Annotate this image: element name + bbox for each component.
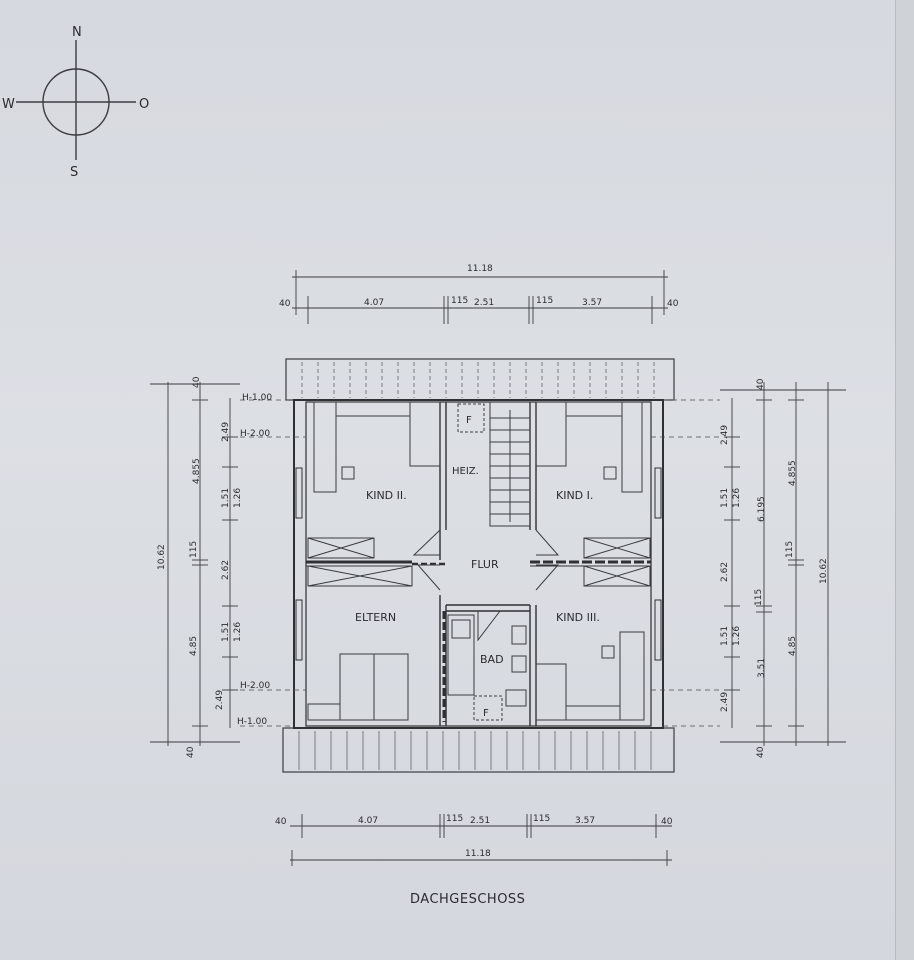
furniture [307, 401, 651, 721]
dim-bottom-seg-7: 40 [661, 817, 673, 827]
dim-right-middle-2: 115 [754, 589, 764, 606]
dim-top-seg-3: 115 [451, 296, 468, 306]
height-top-2: H-2.00 [240, 429, 270, 439]
dim-right-inner-5: 1.51 [720, 626, 730, 646]
dim-top-seg-1: 40 [279, 299, 291, 309]
dim-left-outer-1: 40 [192, 376, 202, 388]
dim-top-seg-7: 40 [667, 299, 679, 309]
room-kind-2-label: KIND II. [366, 489, 407, 502]
dim-right-inner-1: 2.49 [720, 425, 730, 445]
dim-top-seg-5: 115 [536, 296, 553, 306]
dim-left-inner-3: 1.26 [233, 488, 243, 508]
dim-bottom-seg-6: 3.57 [575, 816, 595, 826]
dim-top-total: 11.18 [467, 264, 493, 274]
paper-edge [895, 0, 914, 960]
dim-right-outer-2: 4.855 [788, 460, 798, 486]
dim-right-inner-4: 2.62 [720, 562, 730, 582]
dim-left-outer-3: 115 [189, 541, 199, 558]
dim-right-total: 10.62 [819, 558, 829, 584]
height-top-1: H-1.00 [242, 393, 272, 403]
compass-rose [16, 40, 136, 160]
dim-bottom-seg-3: 115 [446, 814, 463, 824]
dimension-lines-top [292, 270, 668, 324]
compass-east-label: O [139, 97, 149, 112]
dim-left-outer-5: 40 [186, 746, 196, 758]
dim-bottom-seg-5: 115 [533, 814, 550, 824]
dimension-lines-left [150, 382, 240, 746]
dim-left-inner-6: 1.26 [233, 622, 243, 642]
dim-left-inner-5: 1.51 [221, 622, 231, 642]
dim-top-seg-2: 4.07 [364, 298, 384, 308]
dim-bottom-total: 11.18 [465, 849, 491, 859]
dim-left-outer-2: 4.855 [192, 458, 202, 484]
dim-right-inner-6: 1.26 [732, 626, 742, 646]
room-kind-1-label: KIND I. [556, 489, 593, 502]
dim-left-inner-2: 1.51 [221, 488, 231, 508]
height-bottom-2: H-2.00 [240, 681, 270, 691]
dim-right-outer-4: 4.85 [788, 636, 798, 656]
dim-bottom-seg-4: 2.51 [470, 816, 490, 826]
outer-walls [293, 399, 664, 729]
room-heiz-label: HEIZ. [452, 466, 479, 477]
dim-right-outer-3: 115 [785, 541, 795, 558]
dim-bottom-seg-2: 4.07 [358, 816, 378, 826]
roof-eave-bottom [282, 727, 675, 773]
room-flur-label: FLUR [471, 558, 499, 571]
dim-left-inner-7: 2.49 [215, 690, 225, 710]
dim-bottom-seg-1: 40 [275, 817, 287, 827]
dim-right-outer-5: 40 [756, 746, 766, 758]
compass-west-label: W [2, 97, 15, 112]
room-kind-3-label: KIND III. [556, 611, 600, 624]
flue-top-label: F [466, 415, 472, 426]
roof-eave-top [285, 358, 675, 401]
dim-right-inner-3: 1.26 [732, 488, 742, 508]
room-eltern-label: ELTERN [355, 611, 396, 624]
knee-wall-lines [240, 399, 720, 727]
dim-right-middle-3: 3.51 [757, 658, 767, 678]
dim-right-outer-1: 40 [756, 378, 766, 390]
flue-bottom-label: F [483, 708, 489, 719]
height-bottom-1: H-1.00 [237, 717, 267, 727]
dim-left-inner-4: 2.62 [221, 560, 231, 580]
dim-left-total: 10.62 [157, 544, 167, 570]
dim-right-inner-2: 1.51 [720, 488, 730, 508]
dimension-lines-bottom [290, 814, 672, 866]
dim-left-outer-4: 4.85 [189, 636, 199, 656]
dim-top-seg-4: 2.51 [474, 298, 494, 308]
compass-north-label: N [72, 25, 82, 40]
dim-right-inner-7: 2.49 [720, 692, 730, 712]
dim-top-seg-6: 3.57 [582, 298, 602, 308]
dim-left-inner-1: 2.49 [221, 422, 231, 442]
drawing-title: DACHGESCHOSS [410, 892, 525, 907]
dim-right-middle-1: 6.195 [757, 496, 767, 522]
room-bad-label: BAD [480, 653, 504, 666]
dimension-lines-right [720, 382, 846, 746]
compass-south-label: S [70, 165, 78, 180]
